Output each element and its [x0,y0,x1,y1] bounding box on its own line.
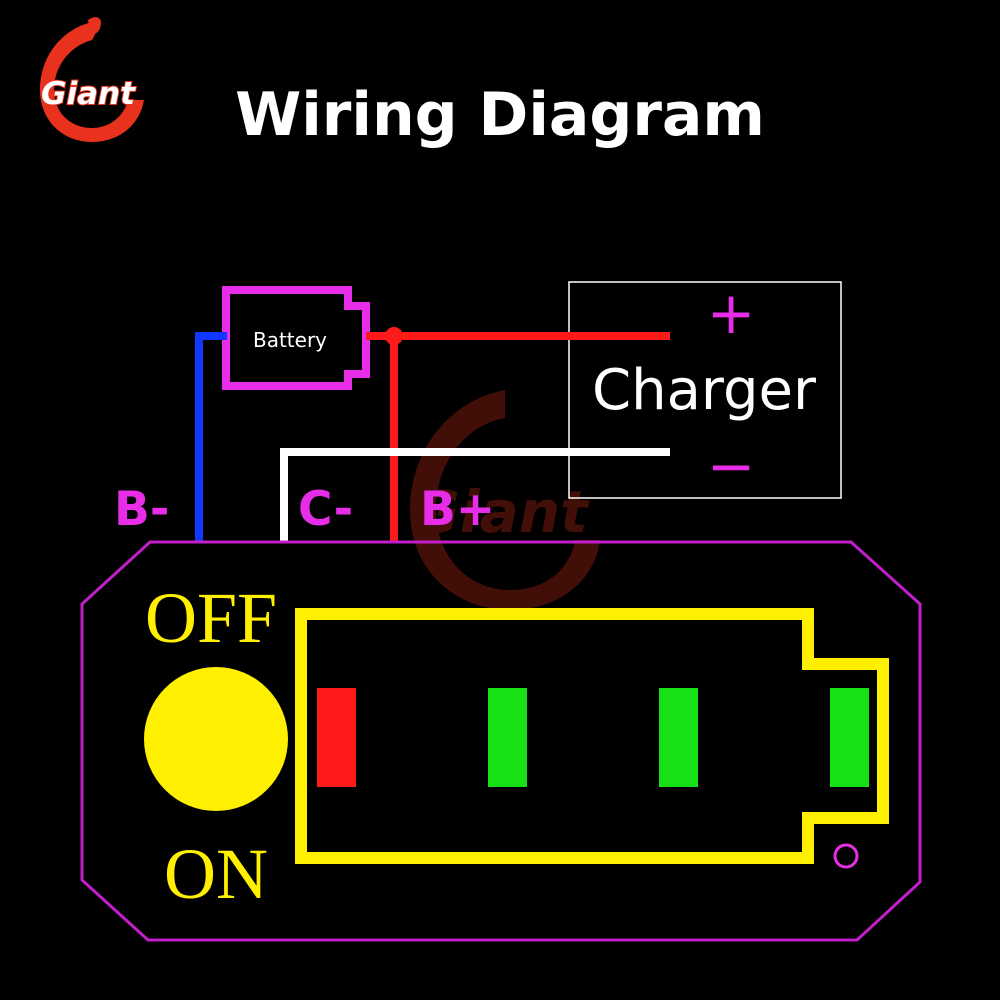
terminal-c-minus: C- [298,482,353,537]
wire-c-minus [280,448,670,541]
led-red [317,688,356,787]
battery-outline [222,286,370,390]
indicator-outline [295,608,889,864]
battery-indicator [295,608,889,869]
board-outline [80,540,922,942]
charger-minus-sign: − [707,432,756,500]
terminal-b-minus: B- [114,482,169,537]
logo-text: Giant [41,76,136,112]
charger: Charger + − [568,279,842,500]
wires [195,332,670,541]
led-green-1 [488,688,527,787]
battery-label: Battery [253,328,327,352]
watermark-text: Giant [412,478,590,546]
led-green-2 [659,688,698,787]
switch-off-label: OFF [145,578,277,658]
battery: Battery [222,286,370,390]
charger-plus-sign: + [707,279,756,347]
status-led-marker [833,843,859,869]
giant-logo: Giant [40,17,144,142]
charger-box [568,281,842,499]
watermark: Giant [410,390,600,610]
indicator-leds [317,688,869,787]
terminal-b-plus: B+ [420,482,495,537]
wire-junction [385,327,403,345]
page-title: Wiring Diagram [235,80,765,150]
charger-label: Charger [592,358,817,423]
led-green-3 [830,688,869,787]
switch-on-label: ON [164,834,268,914]
switch-knob[interactable] [144,667,288,811]
wire-b-minus [195,332,227,541]
